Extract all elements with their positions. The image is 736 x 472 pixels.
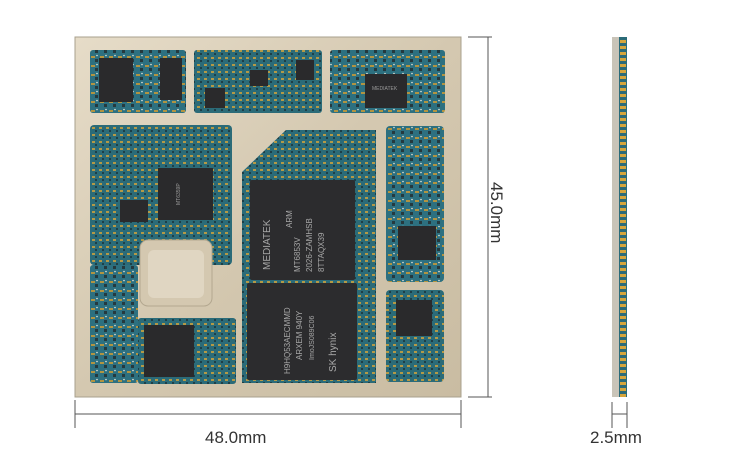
side-pad (620, 70, 626, 73)
side-pad (620, 196, 626, 199)
side-pad (620, 268, 626, 271)
side-pad (620, 214, 626, 217)
side-pad (620, 286, 626, 289)
side-pad (620, 52, 626, 55)
soc-chip (250, 180, 355, 280)
side-pad (620, 292, 626, 295)
side-pad (620, 64, 626, 67)
side-pads (620, 40, 626, 397)
side-pad (620, 118, 626, 121)
side-pad (620, 298, 626, 301)
side-pad (620, 340, 626, 343)
side-pad (620, 364, 626, 367)
side-pad (620, 394, 626, 397)
side-pad (620, 166, 626, 169)
memory-model-text: H9HQ53AECMMD (283, 307, 292, 374)
module-board: MEDIATEK MT6359P MEDIATEK ARM MT6853V 20… (74, 36, 462, 398)
memory-line3-text: ImoJS089C06 (309, 316, 316, 360)
soc-line2-text: 2026-ZAMHSB (305, 218, 314, 272)
thickness-dimension-label: 2.5mm (590, 428, 642, 447)
side-pad (620, 256, 626, 259)
side-pad (620, 346, 626, 349)
height-dimension-label: 45.0mm (487, 182, 506, 244)
side-pad (620, 358, 626, 361)
side-pad (620, 232, 626, 235)
memory-line2-text: ARXEM 940Y (295, 310, 304, 360)
side-pad (620, 208, 626, 211)
side-pad (620, 136, 626, 139)
side-pad (620, 82, 626, 85)
side-pad (620, 124, 626, 127)
side-pad (620, 262, 626, 265)
side-pad (620, 94, 626, 97)
pmic-brand-text: MEDIATEK (372, 86, 398, 92)
side-pad (620, 250, 626, 253)
side-pad (620, 304, 626, 307)
side-pad (620, 322, 626, 325)
side-pad (620, 160, 626, 163)
side-pad (620, 154, 626, 157)
side-pad (620, 244, 626, 247)
side-pad (620, 76, 626, 79)
side-pad (620, 376, 626, 379)
side-pad (620, 130, 626, 133)
side-pad (620, 274, 626, 277)
side-pad (620, 46, 626, 49)
soc-suffix-text: ARM (285, 210, 294, 228)
side-pad (620, 310, 626, 313)
soc-line3-text: 8TTAQX39 (317, 232, 326, 272)
side-pad (620, 148, 626, 151)
width-dimension-label: 48.0mm (205, 428, 267, 447)
side-pad (620, 280, 626, 283)
side-pad (620, 58, 626, 61)
side-pad (620, 88, 626, 91)
side-pad (620, 352, 626, 355)
side-pad (620, 238, 626, 241)
side-pad (620, 334, 626, 337)
side-pad (620, 316, 626, 319)
soc-brand-text: MEDIATEK (262, 219, 273, 270)
memory-brand-text: SK hynix (328, 333, 339, 372)
soc-model-text: MT6853V (293, 237, 302, 272)
side-pad (620, 178, 626, 181)
side-pad (620, 388, 626, 391)
side-pad (620, 40, 626, 43)
side-pad (620, 112, 626, 115)
side-pad (620, 190, 626, 193)
side-pad (620, 226, 626, 229)
side-pad (620, 370, 626, 373)
memory-chip (247, 283, 357, 380)
side-pad (620, 382, 626, 385)
side-pad (620, 100, 626, 103)
side-pad (620, 220, 626, 223)
side-pad (620, 202, 626, 205)
side-pad (620, 172, 626, 175)
side-pad (620, 142, 626, 145)
dimension-lines (74, 36, 628, 428)
pmic-chip-label: MT6359P (176, 183, 182, 205)
side-pad (620, 328, 626, 331)
side-pad (620, 106, 626, 109)
side-pad (620, 184, 626, 187)
